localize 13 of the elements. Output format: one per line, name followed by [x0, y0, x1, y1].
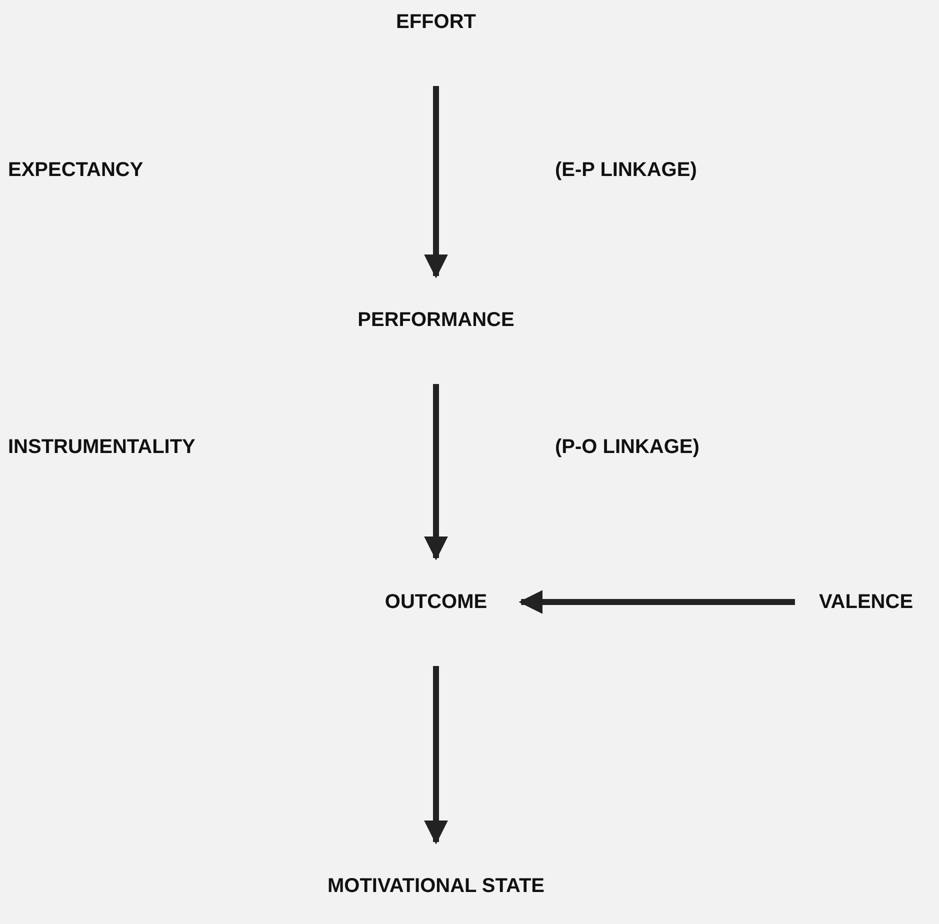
arrow — [424, 384, 448, 560]
arrow — [518, 590, 795, 614]
node-label: EFFORT — [392, 8, 480, 36]
side-label: (P-O LINKAGE) — [555, 435, 700, 459]
arrow — [424, 86, 448, 278]
arrow — [424, 666, 448, 844]
side-label: INSTRUMENTALITY — [8, 435, 196, 459]
side-label: (E-P LINKAGE) — [555, 158, 697, 182]
side-label: EXPECTANCY — [8, 158, 144, 182]
node-label: MOTIVATIONAL STATE — [323, 872, 549, 900]
node-label: VALENCE — [814, 588, 918, 616]
node-label: PERFORMANCE — [354, 306, 518, 334]
node-label: OUTCOME — [380, 588, 492, 616]
